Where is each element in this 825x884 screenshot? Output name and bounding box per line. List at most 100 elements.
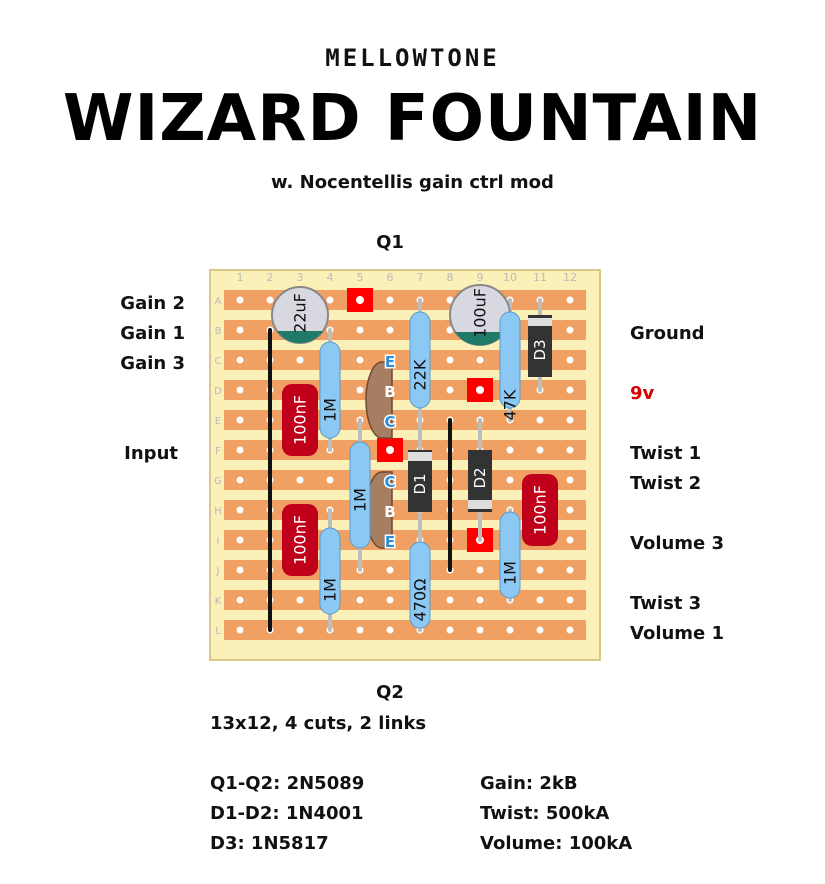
- strip-hole: [566, 356, 574, 364]
- q1-base-pin: B: [384, 383, 395, 401]
- label-volume-1: Volume 1: [630, 623, 725, 644]
- strip-hole: [566, 446, 574, 454]
- strip-hole: [236, 566, 244, 574]
- label-gain-1: Gain 1: [120, 323, 185, 344]
- strip-hole: [356, 626, 364, 634]
- strip-hole: [236, 446, 244, 454]
- strip-hole: [566, 626, 574, 634]
- column-label: 8: [447, 271, 454, 284]
- resistor-label: 1M: [321, 578, 340, 602]
- resistor-label: 47K: [501, 389, 520, 420]
- resistor-label: 470Ω: [411, 579, 430, 622]
- column-label: 1: [237, 271, 244, 284]
- diode-band: [408, 452, 432, 461]
- strip-hole: [236, 476, 244, 484]
- strip-hole: [446, 326, 454, 334]
- strip-hole: [566, 416, 574, 424]
- strip-hole: [236, 296, 244, 304]
- strip-hole: [386, 296, 394, 304]
- q1-collector-pin: C: [384, 413, 395, 431]
- column-label: 10: [503, 271, 517, 284]
- strip-hole: [296, 476, 304, 484]
- strip-hole: [236, 386, 244, 394]
- column-label: 5: [357, 271, 364, 284]
- strip-cut-hole: [476, 386, 484, 394]
- strip-hole: [536, 626, 544, 634]
- resistors: [319, 311, 521, 629]
- resistor-label: 22K: [411, 359, 430, 390]
- row-label: D: [214, 386, 222, 397]
- strip-hole: [236, 506, 244, 514]
- strip-hole: [386, 596, 394, 604]
- strip-hole: [236, 416, 244, 424]
- label-ground: Ground: [630, 323, 705, 344]
- copper-strip-d: [224, 380, 586, 400]
- strip-hole: [566, 386, 574, 394]
- column-label: 7: [417, 271, 424, 284]
- strip-hole: [536, 566, 544, 574]
- strip-hole: [536, 416, 544, 424]
- row-label: H: [214, 506, 222, 517]
- copper-strip-j: [224, 560, 586, 580]
- strip-hole: [476, 356, 484, 364]
- strip-hole: [446, 356, 454, 364]
- strip-hole: [506, 446, 514, 454]
- spec-diodes: D1-D2: 1N4001: [210, 803, 364, 824]
- strip-hole: [386, 566, 394, 574]
- copper-strip-g: [224, 470, 586, 490]
- row-label: B: [215, 326, 222, 337]
- subtitle: w. Nocentellis gain ctrl mod: [271, 172, 554, 193]
- copper-strip-k: [224, 590, 586, 610]
- film-capacitor: [282, 384, 318, 456]
- strip-hole: [386, 326, 394, 334]
- strip-hole: [236, 626, 244, 634]
- strip-hole: [326, 296, 334, 304]
- brand-name: MELLOWTONE: [325, 44, 500, 72]
- column-label: 4: [327, 271, 334, 284]
- strip-hole: [536, 446, 544, 454]
- strip-hole: [446, 596, 454, 604]
- label-twist-1: Twist 1: [630, 443, 702, 464]
- strip-hole: [356, 326, 364, 334]
- row-label: C: [215, 356, 222, 367]
- strip-hole: [356, 386, 364, 394]
- strip-hole: [356, 356, 364, 364]
- label-input: Input: [124, 443, 178, 464]
- capacitor-stripe: [455, 332, 505, 346]
- row-label: J: [216, 566, 220, 577]
- copper-strip-c: [224, 350, 586, 370]
- q1-emitter-pin: E: [385, 353, 395, 371]
- resistor: [409, 311, 431, 409]
- strip-hole: [566, 536, 574, 544]
- label-volume-3: Volume 3: [630, 533, 725, 554]
- resistor: [499, 511, 521, 599]
- strip-hole: [236, 596, 244, 604]
- electrolytic-capacitor-label: 100uF: [471, 288, 490, 338]
- row-label: K: [215, 596, 222, 607]
- film-capacitor-label: 100nF: [291, 395, 310, 445]
- row-label: L: [215, 626, 221, 637]
- strip-hole: [386, 626, 394, 634]
- strip-hole: [356, 596, 364, 604]
- strip-hole: [566, 326, 574, 334]
- strip-hole: [446, 296, 454, 304]
- resistor-label: 1M: [351, 488, 370, 512]
- capacitor-stripe: [277, 331, 323, 344]
- resistor: [319, 341, 341, 439]
- column-label: 2: [267, 271, 274, 284]
- strip-cut-hole: [356, 296, 364, 304]
- film-capacitor-label: 100nF: [291, 515, 310, 565]
- film-capacitor: [522, 474, 558, 546]
- label-9v: 9v: [630, 383, 655, 404]
- strip-hole: [236, 326, 244, 334]
- column-label: 3: [297, 271, 304, 284]
- q2-collector-pin: C: [384, 473, 395, 491]
- spec-volume: Volume: 100kA: [480, 833, 633, 854]
- label-twist-2: Twist 2: [630, 473, 702, 494]
- resistor: [499, 311, 521, 409]
- diode-label: D1: [411, 473, 429, 494]
- strip-hole: [566, 596, 574, 604]
- resistor: [349, 441, 371, 549]
